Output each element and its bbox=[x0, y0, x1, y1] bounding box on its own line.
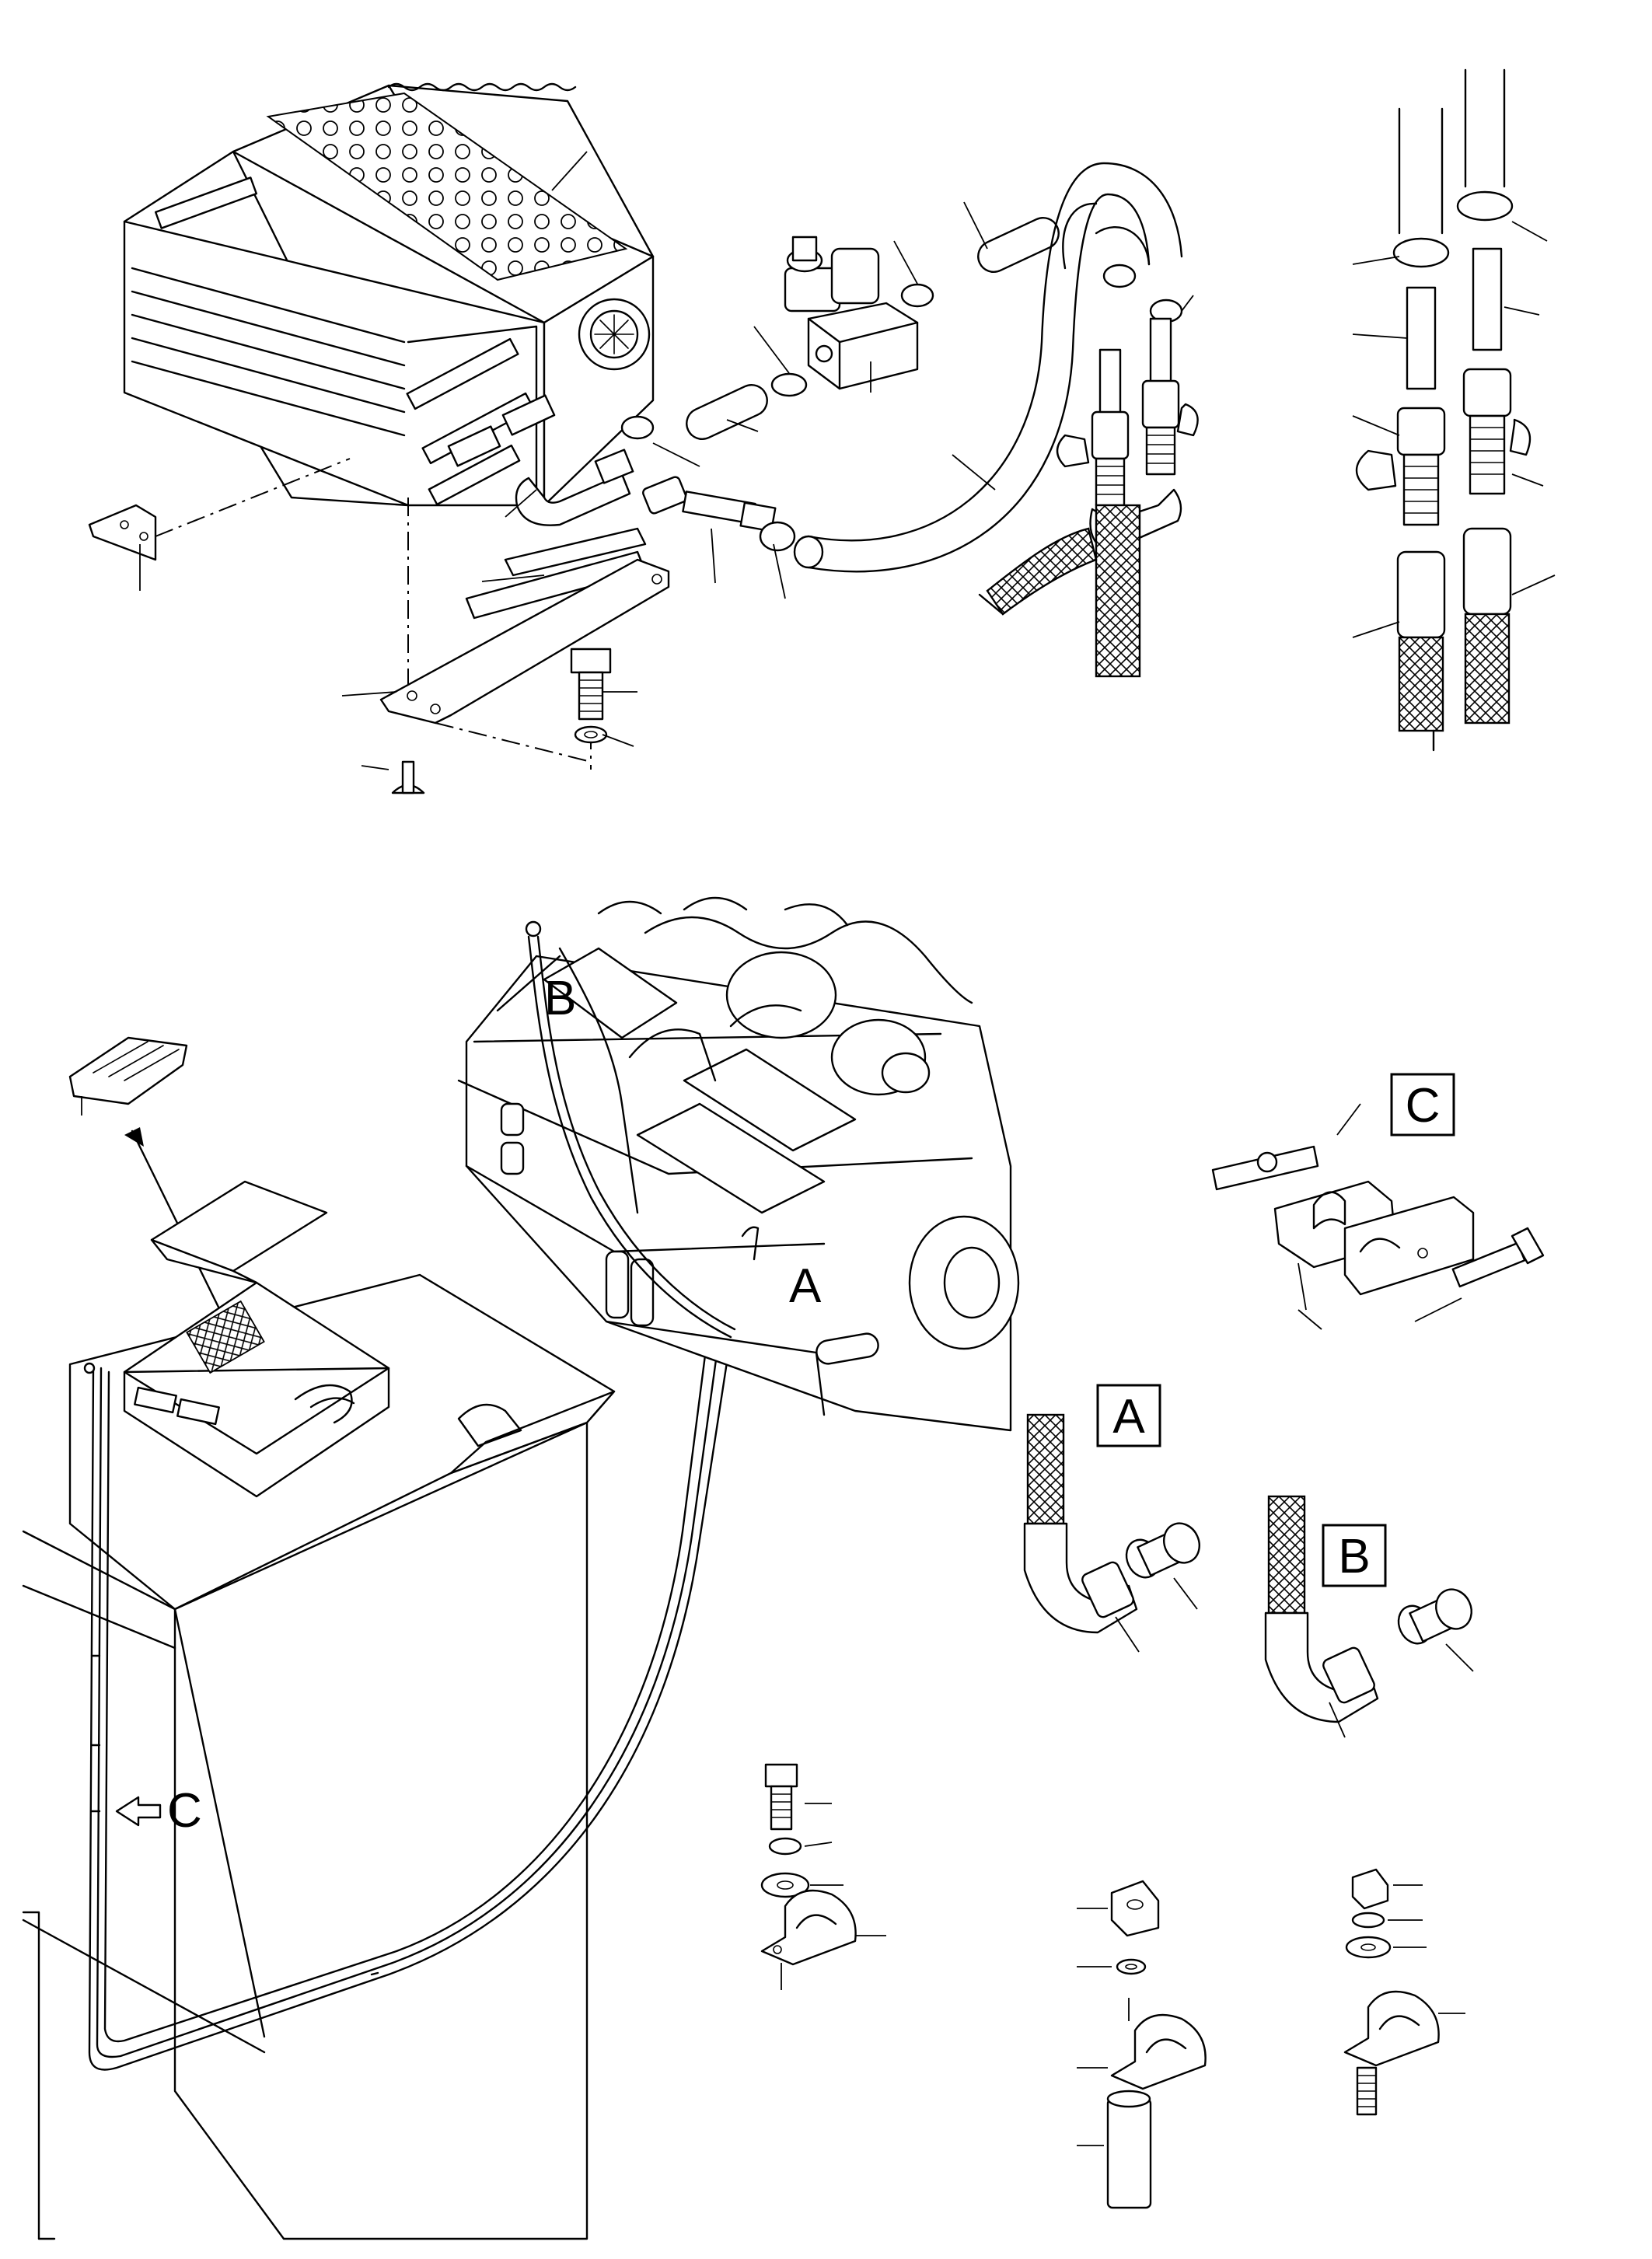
mounting-bracket-bottom bbox=[379, 498, 670, 770]
heater-pipe-routing bbox=[83, 1335, 732, 2071]
detail-c-label: C bbox=[1406, 1079, 1441, 1133]
detail-b-box bbox=[1322, 1524, 1387, 1587]
screw-bottom-left bbox=[391, 760, 425, 794]
heater-box bbox=[123, 82, 655, 507]
detail-b-fitting: B bbox=[1264, 1495, 1474, 1738]
hose-connector-fittings bbox=[978, 317, 1199, 678]
detail-c-box bbox=[1390, 1073, 1455, 1136]
detail-b-nipple bbox=[1397, 1588, 1472, 1645]
heater-hose-fittings bbox=[465, 449, 796, 620]
engine-ref-b-label: B bbox=[544, 972, 576, 1025]
coolant-hose-loop bbox=[793, 162, 1183, 573]
engine-ref-a-label: A bbox=[789, 1259, 822, 1313]
connector-detail-right bbox=[1352, 68, 1556, 752]
cab-heater-unit bbox=[123, 1281, 390, 1498]
clamp-set-nut bbox=[1077, 1880, 1207, 2209]
arrow-ref-c-label: C bbox=[167, 1784, 202, 1838]
detail-b-label: B bbox=[1338, 1530, 1370, 1583]
clamp-set-bolt bbox=[760, 1763, 886, 1990]
top-diagram-leaders bbox=[139, 151, 1194, 770]
detail-c-pointer: C bbox=[115, 1784, 202, 1838]
filter-pad-part bbox=[68, 1036, 231, 1331]
mounting-bracket-left bbox=[88, 458, 351, 561]
engine-block: B A bbox=[457, 896, 1020, 1432]
detail-a-box bbox=[1096, 1384, 1161, 1447]
clamp-set-stud bbox=[1343, 1868, 1465, 2116]
heater-unit-assembly bbox=[88, 82, 1199, 794]
cab-routing-view: C bbox=[22, 1036, 732, 2240]
bolt-and-washer bbox=[570, 648, 612, 744]
solenoid-valve bbox=[784, 236, 919, 390]
detail-a-label: A bbox=[1112, 1390, 1145, 1444]
hose-segments-and-clamps bbox=[620, 217, 1183, 440]
detail-c-clamp: C bbox=[1211, 1073, 1545, 1330]
detail-a-fitting: A bbox=[1023, 1384, 1200, 1653]
detail-a-nipple bbox=[1125, 1522, 1200, 1579]
